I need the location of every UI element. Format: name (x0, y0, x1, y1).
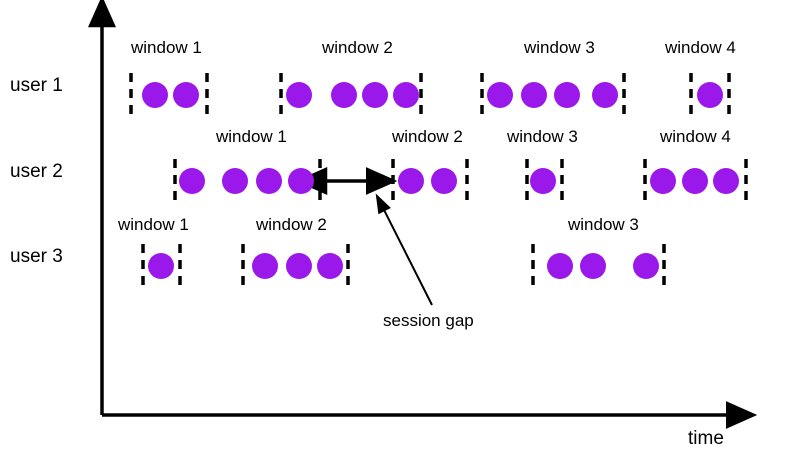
window-label: window 3 (568, 215, 639, 234)
window-label: window 4 (660, 127, 731, 146)
event-dot (521, 82, 547, 108)
event-dot (288, 168, 314, 194)
event-dot (547, 253, 573, 279)
event-dot (487, 82, 513, 108)
event-dot (173, 82, 199, 108)
event-dot (398, 168, 424, 194)
event-dot (554, 82, 580, 108)
window-label: window 3 (524, 38, 595, 57)
event-dot (713, 168, 739, 194)
window-label: window 1 (118, 215, 189, 234)
event-dot (286, 253, 312, 279)
event-dot (362, 82, 388, 108)
window-label: window 2 (322, 38, 393, 57)
session-gap-label: session gap (383, 311, 474, 330)
event-dot (222, 168, 248, 194)
event-dot (682, 168, 708, 194)
event-dot (393, 82, 419, 108)
event-dot (317, 253, 343, 279)
event-dot (530, 168, 556, 194)
window-label: window 4 (665, 38, 736, 57)
window-label: window 3 (507, 127, 578, 146)
event-dot (592, 82, 618, 108)
user-row-label: user 1 (10, 75, 63, 96)
event-dot (142, 82, 168, 108)
event-dot (252, 253, 278, 279)
event-dot (331, 82, 357, 108)
event-dot (286, 82, 312, 108)
window-label: window 1 (216, 127, 287, 146)
event-dot (650, 168, 676, 194)
user-row-label: user 2 (10, 161, 63, 182)
user-row-label: user 3 (10, 246, 63, 267)
event-dot (148, 253, 174, 279)
time-axis-label: time (688, 428, 724, 449)
session-gap-pointer (375, 193, 433, 306)
window-label: window 1 (131, 38, 202, 57)
event-dot (179, 168, 205, 194)
event-dot (431, 168, 457, 194)
event-dot (633, 253, 659, 279)
window-label: window 2 (392, 127, 463, 146)
event-dot (697, 82, 723, 108)
event-dot (256, 168, 282, 194)
window-label: window 2 (256, 215, 327, 234)
event-dot (580, 253, 606, 279)
